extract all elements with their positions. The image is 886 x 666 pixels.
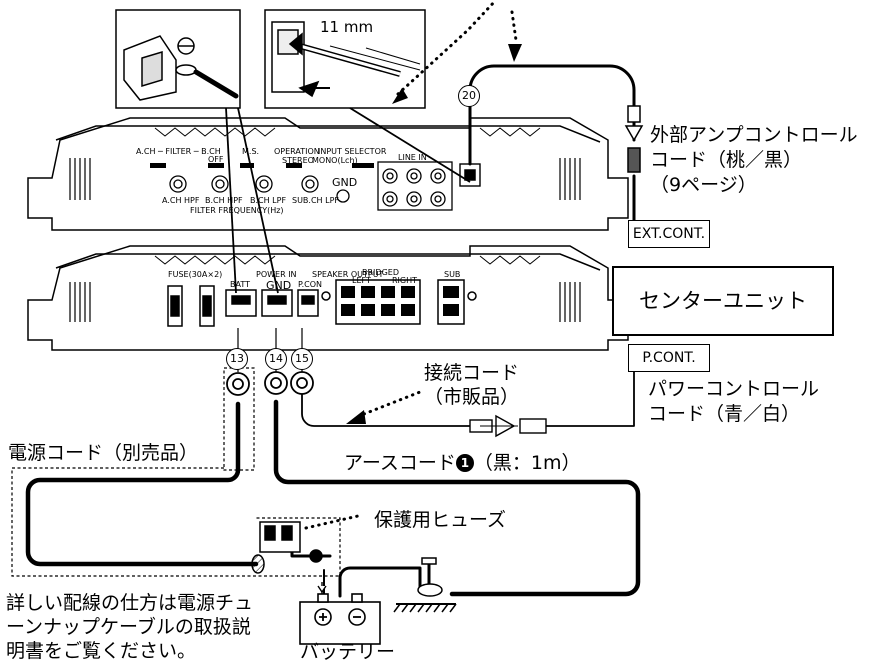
power-control-cord-label-2: コード（青／白） bbox=[648, 403, 801, 425]
wire-insertion-callout bbox=[264, 9, 426, 109]
amp-batt-label: BATT bbox=[230, 280, 250, 289]
ext-amp-cord-label-3: （9ページ） bbox=[650, 174, 757, 196]
connection-cord-label-1: 接続コード bbox=[424, 362, 520, 384]
amp-filter-label: A.CH ─ FILTER ─ B.CH bbox=[136, 147, 221, 156]
note-line-2: ーンナップケーブルの取扱説 bbox=[6, 616, 251, 638]
amp-stereo-label: STEREO bbox=[282, 156, 314, 165]
amp-input-selector-label: INPUT SELECTOR bbox=[318, 147, 387, 156]
amp-ms-label: M.S. bbox=[242, 147, 260, 156]
ground-cord-text: アースコード bbox=[344, 452, 456, 474]
amp-fuse-label: FUSE(30A×2) bbox=[168, 270, 223, 279]
connection-cord-label-2: （市販品） bbox=[424, 386, 520, 408]
amp-line-in-label: LINE IN bbox=[398, 153, 427, 162]
chassis-ground bbox=[393, 557, 457, 613]
center-unit: センターユニット bbox=[612, 266, 834, 336]
terminal-number-remote: 20 bbox=[458, 85, 480, 107]
amp-sub-label: SUB bbox=[444, 270, 461, 279]
terminal-number-pcon: 15 bbox=[291, 348, 313, 370]
amp-filter-freq-label: FILTER FREQUENCY(Hz) bbox=[190, 206, 284, 215]
amp-sub-lpf-label: SUB.CH LPF bbox=[292, 196, 339, 205]
ext-amp-cord-label-1: 外部アンプコントロール bbox=[650, 124, 858, 146]
amp-operation-label: OPERATION bbox=[274, 147, 320, 156]
amplifier-upper bbox=[27, 117, 629, 231]
ground-cord-bullet: 1 bbox=[455, 454, 474, 472]
ext-amp-connector bbox=[624, 105, 644, 173]
amp-bridged-label: BRIDGED bbox=[362, 268, 399, 277]
amp-mono-label: MONO(Lch) bbox=[312, 156, 358, 165]
amp-a-hpf-label: A.CH HPF bbox=[162, 196, 200, 205]
battery bbox=[299, 582, 381, 645]
amp-b-hpf-label: B.CH HPF bbox=[205, 196, 243, 205]
amp-gnd-label: GND bbox=[332, 176, 358, 189]
ground-detail-callout bbox=[115, 9, 241, 109]
note-line-1: 詳しい配線の仕方は電源チュ bbox=[6, 592, 254, 614]
terminal-number-gnd: 14 bbox=[265, 348, 287, 370]
amp-right-label: RIGHT bbox=[392, 276, 418, 285]
fuse-holder bbox=[251, 521, 323, 574]
dimension-label: 11 mm bbox=[320, 18, 374, 36]
amp-power-in-label: POWER IN bbox=[256, 270, 297, 279]
ground-cord-suffix: （黒：1m） bbox=[473, 452, 581, 474]
terminal-number-batt: 13 bbox=[226, 348, 248, 370]
fuse-label: 保護用ヒューズ bbox=[374, 509, 507, 531]
battery-label: バッテリー bbox=[300, 641, 396, 663]
ext-amp-cord-label-2: コード（桃／黒） bbox=[650, 149, 803, 171]
ext-cont-label: EXT.CONT. bbox=[628, 220, 710, 248]
power-control-cord-label-1: パワーコントロール bbox=[648, 378, 820, 400]
amp-b-lpf-label: B.CH LPF bbox=[250, 196, 287, 205]
amp-left-label: LEFT bbox=[352, 276, 371, 285]
inline-connector bbox=[469, 414, 547, 438]
amp-off-label: OFF bbox=[208, 155, 224, 164]
amp-speaker-output-label: SPEAKER OUTPUT bbox=[312, 270, 384, 279]
amplifier-lower bbox=[27, 245, 629, 351]
note-line-3: 明書をご覧ください。 bbox=[6, 640, 197, 662]
amp-pcon-label: P.CON bbox=[298, 280, 322, 289]
p-cont-label: P.CONT. bbox=[628, 344, 710, 372]
amp-gnd-terminal-label: GND bbox=[266, 279, 292, 292]
power-cord-label: 電源コード（別売品） bbox=[8, 442, 199, 464]
